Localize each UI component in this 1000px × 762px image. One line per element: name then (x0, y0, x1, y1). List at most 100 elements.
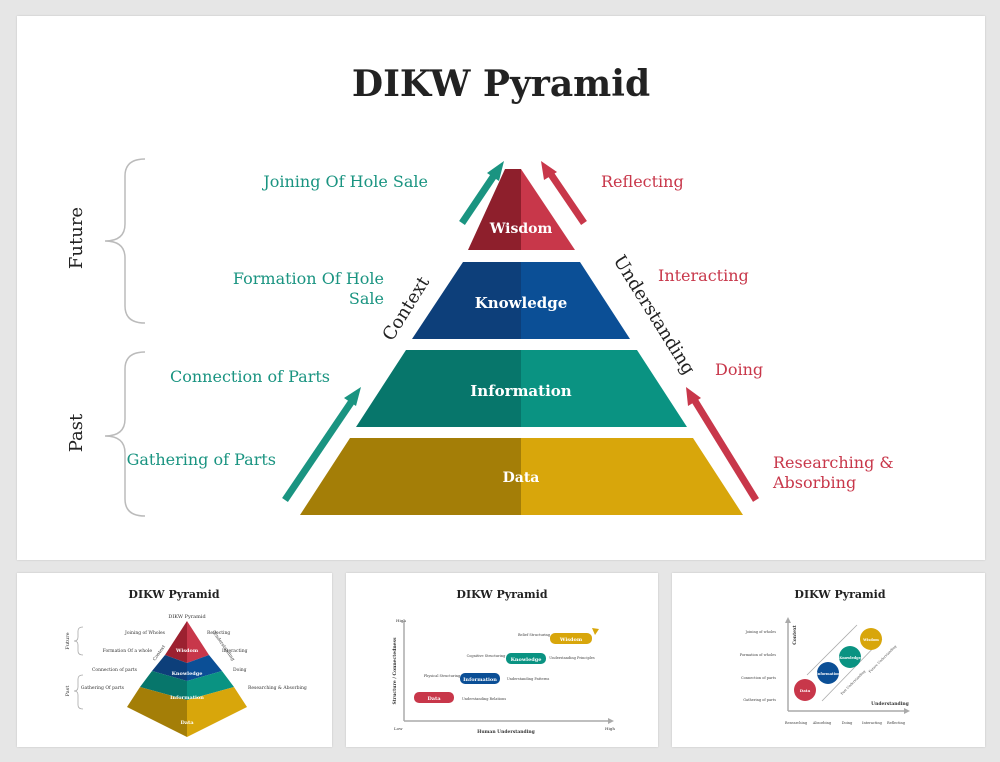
t3-circle-knowledge (839, 646, 861, 668)
t3-label-data: Data (800, 688, 811, 693)
t1-data-right (187, 687, 247, 737)
t1-left-3: Gathering Of parts (81, 685, 125, 691)
t2-x-arrow-icon (608, 718, 614, 724)
t2-tick-high-x: High (605, 726, 615, 731)
t3-y-arrow-icon (785, 617, 791, 623)
t1-future-brace (73, 626, 84, 656)
thumbnail-pyramid[interactable]: DIKW Pyramid DIKW Pyramid Wisdom Knowled… (17, 573, 332, 747)
t1-knowledge-label: Knowledge (172, 671, 203, 677)
thumbnail-circles[interactable]: DIKW Pyramid Context Understanding Data … (672, 573, 985, 747)
t2-tick-low: Low (394, 726, 403, 731)
thumb1-title: DIKW Pyramid (128, 588, 219, 601)
t3-circle-wisdom (860, 628, 882, 650)
t3-left-3: Gathering of parts (743, 698, 776, 702)
t3-y-label: Context (792, 624, 798, 644)
t2-note-5: Understanding Principles (549, 656, 595, 660)
t2-tick-high: High (396, 618, 406, 623)
t1-left-1: Formation Of a whole (103, 648, 153, 654)
t2-step-information (460, 673, 500, 684)
t1-past-brace (73, 674, 84, 710)
information-band-left (356, 350, 521, 427)
t1-wisdom-label: Wisdom (175, 648, 199, 654)
t3-circle-information (817, 662, 839, 684)
wisdom-label: Wisdom (489, 221, 553, 237)
t2-label-wisdom: Wisdom (559, 637, 583, 643)
data-band-right (521, 438, 743, 515)
left-label-joining: Joining Of Hole Sale (261, 172, 428, 191)
t1-knowledge-right (187, 655, 222, 681)
thumb3-diagram: DIKW Pyramid Context Understanding Data … (740, 588, 910, 725)
t1-right-3: Researching & Absorbing (248, 685, 307, 691)
t3-x-arrow-icon (904, 708, 910, 714)
t3-diag-upper (806, 624, 858, 676)
t1-information-left (140, 671, 187, 700)
t2-note-2: Cognitive Structuring (467, 654, 506, 658)
past-label: Past (66, 413, 87, 452)
red-arrow-lower-icon (686, 387, 759, 502)
t1-data-left (127, 687, 187, 737)
right-label-researching-1: Researching & (773, 453, 894, 472)
left-label-formation-1: Formation Of Hole (233, 269, 384, 288)
t3-diag-past: Past Understanding (840, 669, 867, 696)
t2-note-1: Understanding Relations (462, 697, 506, 701)
t2-label-information: Information (463, 677, 497, 683)
t1-information-right (187, 671, 234, 700)
t1-data-label: Data (180, 720, 194, 726)
right-label-doing: Doing (715, 360, 763, 379)
knowledge-band-right (521, 262, 630, 339)
t2-note-4: Belief Structuring (518, 633, 551, 637)
t1-wisdom-right (187, 621, 209, 663)
right-label-interacting: Interacting (658, 266, 749, 285)
right-label-researching-2: Absorbing (772, 473, 856, 492)
t3-bottom-0: Researching (785, 721, 808, 725)
future-label: Future (66, 207, 87, 269)
left-label-connection: Connection of Parts (170, 367, 330, 386)
right-label-reflecting: Reflecting (601, 172, 684, 191)
t2-note-3: Understanding Patterns (507, 677, 550, 681)
t2-x-label: Human Understanding (477, 729, 536, 735)
thumb2-diagram: DIKW Pyramid High Low High Structure / C… (392, 588, 615, 735)
t3-label-knowledge: Knowledge (839, 656, 861, 660)
main-slide[interactable]: DIKW Pyramid Wisdom Knowledge Informatio… (17, 16, 985, 560)
information-label: Information (470, 382, 572, 400)
main-diagram: DIKW Pyramid Wisdom Knowledge Informatio… (66, 63, 894, 517)
t3-label-information: Information (816, 672, 840, 676)
t1-information-label: Information (170, 695, 204, 701)
t1-right-0: Reflecting (207, 630, 230, 636)
data-band-left (300, 438, 521, 515)
t2-y-label: Structure / Connectedness (392, 637, 398, 705)
thumbnail-staircase[interactable]: DIKW Pyramid High Low High Structure / C… (346, 573, 658, 747)
thumb1-top-label: DIKW Pyramid (168, 614, 206, 620)
thumb3-title: DIKW Pyramid (794, 588, 885, 601)
t1-wisdom-left (165, 621, 187, 663)
t3-label-wisdom: Wisdom (862, 638, 879, 642)
t3-bottom-3: Interacting (862, 721, 883, 725)
t1-future-label: Future (65, 632, 71, 649)
t3-bottom-4: Reflecting (887, 721, 906, 725)
information-band-right (521, 350, 687, 427)
t2-label-data: Data (427, 696, 441, 702)
teal-arrow-upper-icon (459, 161, 504, 225)
t3-bottom-1: Absorbing (812, 721, 832, 725)
t1-right-1: Interacting (222, 648, 248, 654)
t2-step-data (414, 692, 454, 703)
t1-past-label: Past (65, 686, 71, 697)
t2-label-knowledge: Knowledge (511, 657, 542, 663)
knowledge-label: Knowledge (475, 294, 568, 312)
left-label-gathering: Gathering of Parts (127, 450, 276, 469)
thumb2-title: DIKW Pyramid (456, 588, 547, 601)
past-brace (104, 351, 146, 517)
left-label-formation-2: Sale (349, 289, 384, 308)
future-brace (104, 158, 146, 324)
t2-step-knowledge (506, 653, 546, 664)
t2-step-wisdom (550, 633, 592, 644)
t3-bottom-2: Doing (842, 721, 853, 725)
red-arrow-upper-icon (541, 161, 587, 225)
wisdom-band-right (521, 169, 575, 250)
t3-left-1: Formation of wholes (740, 653, 776, 657)
t1-left-0: Joining of Wholes (124, 630, 166, 636)
knowledge-band-left (412, 262, 521, 339)
t1-knowledge-left (152, 655, 187, 681)
t3-left-0: Joining of wholes (745, 630, 777, 634)
thumb1-diagram: DIKW Pyramid DIKW Pyramid Wisdom Knowled… (65, 588, 307, 737)
